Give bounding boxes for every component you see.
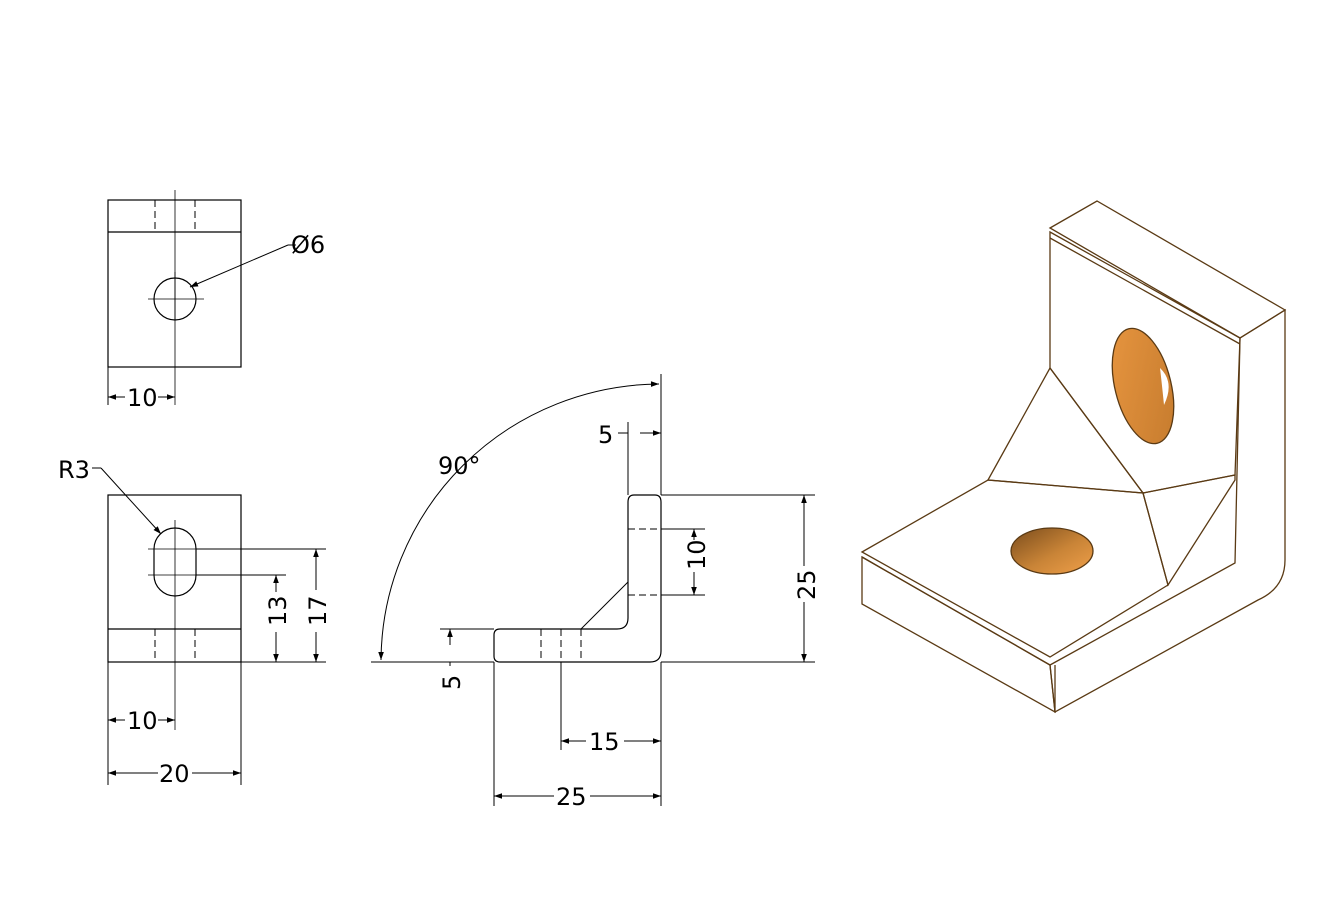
front-view-dim-10-label: 10	[127, 707, 158, 735]
front-view-radius-leader	[100, 467, 162, 535]
front-view-dim-20-label: 20	[159, 760, 190, 788]
iso-base-hole	[1010, 527, 1094, 575]
front-view-dim-17-label: 17	[304, 595, 332, 626]
front-view: R3 13 17 10 20	[58, 456, 332, 788]
radius-label: R3	[58, 456, 90, 484]
top-view-outline	[107, 199, 242, 368]
iso-chamfer-plate	[1049, 237, 1241, 345]
isometric-view	[860, 200, 1287, 714]
side-view-dim-25-horizontal-label: 25	[556, 783, 587, 811]
top-view-dim-10-label: 10	[127, 384, 158, 412]
side-view-dim-5-bottom-label: 5	[438, 675, 466, 690]
iso-chamfer-base	[861, 556, 1051, 666]
side-view-outline	[493, 494, 662, 663]
side-view-angle-label: 90°	[438, 452, 481, 480]
side-view-dim-10-label: 10	[683, 539, 711, 570]
front-view-dim-13-label: 13	[264, 595, 292, 626]
side-view-angle-arc	[378, 381, 660, 661]
diameter-label: Ø6	[291, 231, 325, 259]
side-view: 90° 5 10 25 5 15 25	[371, 374, 821, 811]
side-view-dim-5-top-label: 5	[598, 421, 613, 449]
side-view-dim-25-vertical-label: 25	[793, 569, 821, 600]
iso-gusset-left-face	[986, 366, 1145, 494]
iso-plate-top-face	[1048, 200, 1287, 339]
side-view-dim-15-label: 15	[589, 728, 620, 756]
top-view: Ø6 10	[107, 190, 325, 412]
top-view-diameter-leader	[189, 244, 289, 288]
iso-base-top-face	[860, 479, 1169, 658]
front-view-outline	[107, 494, 242, 663]
iso-slot-through	[1160, 368, 1169, 405]
side-view-gusset	[580, 581, 629, 630]
iso-gusset-right-face	[1142, 474, 1236, 587]
iso-slot	[1111, 327, 1175, 445]
iso-base-front-face	[861, 555, 1056, 714]
